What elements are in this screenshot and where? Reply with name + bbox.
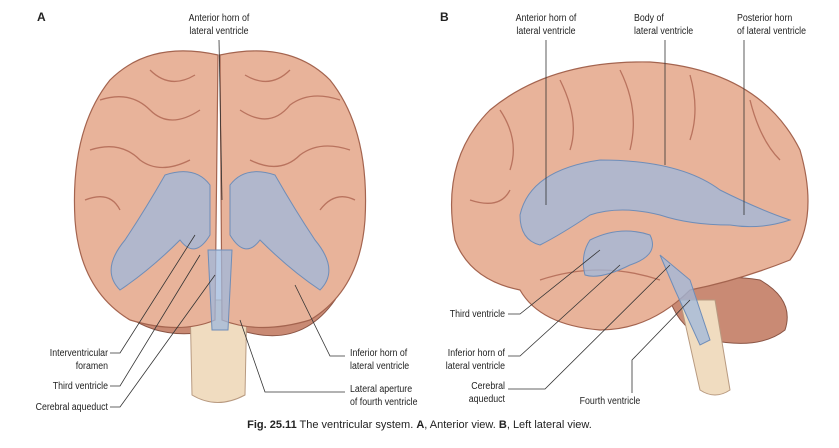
anterior-view-brain [73,50,367,403]
ventricles-a [110,171,330,331]
label-b-fourth-ventricle: Fourth ventricle [579,396,641,407]
figure-caption: Fig. 25.11 The ventricular system. A, An… [247,419,592,431]
brainstem-a [189,299,248,403]
lateral-view-brain [450,61,809,396]
label-a-cerebral-aqueduct: Cerebral aqueduct [35,402,108,413]
leader-lines [110,39,745,408]
label-b-third-ventricle: Third ventricle [449,309,505,320]
label-a-third-ventricle: Third ventricle [52,381,108,392]
panel-a-letter: A [37,10,46,24]
gyri-a [84,69,356,211]
left-hemisphere-a [73,50,219,329]
panel-b-letter: B [440,10,449,24]
right-hemisphere-a [219,50,367,329]
